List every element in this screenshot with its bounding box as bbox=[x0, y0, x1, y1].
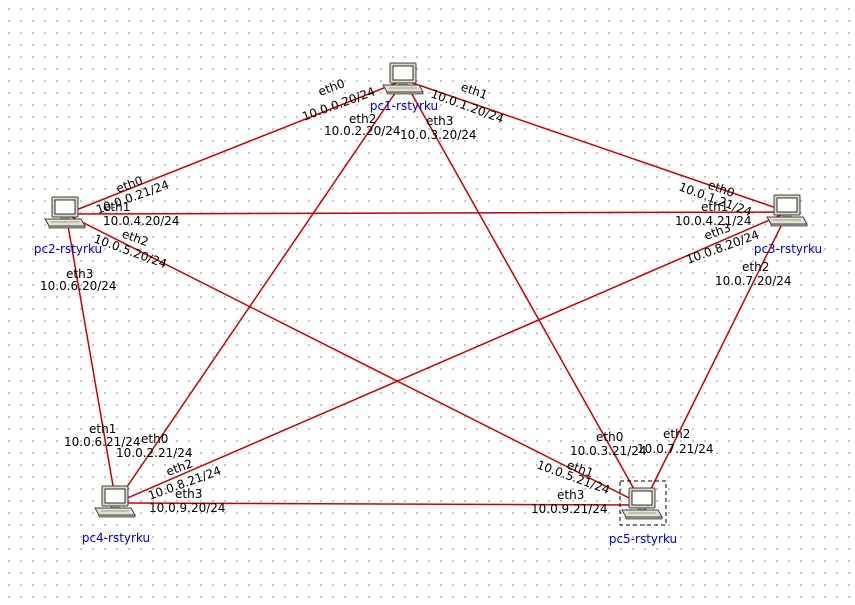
link-pc2-pc3[interactable] bbox=[65, 211, 789, 215]
interface-label-pc4: eth1 bbox=[89, 422, 116, 436]
ip-address-label-pc5: 10.0.9.21/24 bbox=[531, 502, 608, 516]
ip-address-label-pc3: 10.0.4.21/24 bbox=[675, 214, 752, 228]
ip-address-label-pc2: 10.0.6.20/24 bbox=[40, 279, 117, 293]
host-name-label-pc4[interactable]: pc4-rstyrku bbox=[82, 531, 150, 545]
host-name-label-pc2[interactable]: pc2-rstyrku bbox=[34, 242, 102, 256]
ip-address-label-pc4: 10.0.9.20/24 bbox=[149, 501, 226, 515]
link-pc1-pc2[interactable] bbox=[65, 79, 405, 215]
computer-icon[interactable] bbox=[382, 62, 424, 95]
interface-label-pc3: eth2 bbox=[742, 260, 769, 274]
interface-label-pc2: eth3 bbox=[66, 267, 93, 281]
interface-label-pc1: eth2 bbox=[349, 112, 376, 126]
ip-address-label-pc3: 10.0.7.20/24 bbox=[715, 274, 792, 288]
host-name-label-pc5[interactable]: pc5-rstyrku bbox=[609, 532, 677, 546]
computer-icon[interactable] bbox=[44, 196, 86, 229]
host-pc4[interactable] bbox=[94, 485, 136, 518]
ip-address-label-pc5: 10.0.3.21/24 bbox=[570, 444, 647, 458]
interface-label-pc5: eth3 bbox=[557, 488, 584, 502]
host-pc2[interactable] bbox=[44, 196, 86, 229]
interface-label-pc4: eth3 bbox=[175, 487, 202, 501]
interface-label-pc5: eth0 bbox=[596, 430, 623, 444]
ip-address-label-pc5: 10.0.7.21/24 bbox=[637, 442, 714, 456]
interface-label-pc1: eth3 bbox=[426, 114, 453, 128]
interface-label-pc2: eth1 bbox=[103, 200, 130, 214]
host-name-label-pc1[interactable]: pc1-rstyrku bbox=[370, 99, 438, 113]
link-pc2-pc5[interactable] bbox=[65, 213, 644, 506]
ip-address-label-pc4: 10.0.2.21/24 bbox=[116, 446, 193, 460]
selection-box bbox=[619, 480, 667, 526]
host-pc3[interactable] bbox=[766, 194, 808, 227]
interface-label-pc3: eth1 bbox=[701, 200, 728, 214]
host-pc1[interactable] bbox=[382, 62, 424, 95]
computer-icon[interactable] bbox=[766, 194, 808, 227]
ip-address-label-pc1: 10.0.3.20/24 bbox=[400, 128, 477, 142]
link-pc3-pc4[interactable] bbox=[115, 211, 789, 504]
ip-address-label-pc2: 10.0.4.20/24 bbox=[103, 214, 180, 228]
computer-icon[interactable] bbox=[94, 485, 136, 518]
ip-address-label-pc1: 10.0.2.20/24 bbox=[324, 124, 401, 138]
interface-label-pc5: eth2 bbox=[663, 427, 690, 441]
link-pc2-pc4[interactable] bbox=[65, 213, 117, 504]
link-pc3-pc5[interactable] bbox=[642, 211, 789, 506]
link-pc1-pc3[interactable] bbox=[403, 79, 789, 213]
link-pc1-pc5[interactable] bbox=[403, 79, 644, 506]
interface-label-pc4: eth0 bbox=[141, 432, 168, 446]
link-pc1-pc4[interactable] bbox=[115, 79, 405, 504]
host-name-label-pc3[interactable]: pc3-rstyrku bbox=[754, 242, 822, 256]
ip-address-label-pc4: 10.0.6.21/24 bbox=[64, 435, 141, 449]
host-pc5[interactable] bbox=[619, 480, 667, 526]
link-pc4-pc5[interactable] bbox=[115, 502, 644, 506]
computer-icon[interactable] bbox=[621, 487, 663, 520]
